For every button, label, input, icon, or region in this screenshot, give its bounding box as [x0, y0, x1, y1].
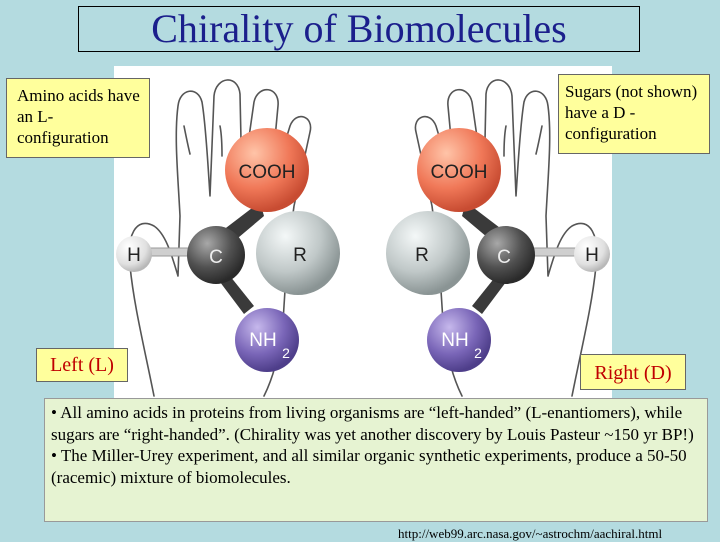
amino-acid-note: Amino acids have an L-configuration [6, 78, 150, 158]
slide-title: Chirality of Biomolecules [78, 6, 640, 52]
left-sub2-label: 2 [282, 345, 290, 361]
left-hand-label: Left (L) [36, 348, 128, 382]
right-molecule: H COOH R C NH 2 [386, 128, 610, 372]
right-nh2-sphere [427, 308, 491, 372]
source-url: http://web99.arc.nasa.gov/~astrochm/aach… [398, 526, 663, 541]
left-r-label: R [293, 245, 307, 266]
right-r-sphere [386, 211, 470, 295]
left-c-sphere [187, 226, 245, 284]
right-hand-label: Right (D) [580, 354, 686, 390]
left-c-label: C [209, 247, 223, 268]
right-c-sphere [477, 226, 535, 284]
left-h-sphere [116, 236, 152, 272]
right-h-sphere [574, 236, 610, 272]
left-r-sphere [256, 211, 340, 295]
left-nh-label: NH [249, 330, 276, 351]
right-sub2-label: 2 [474, 345, 482, 361]
chirality-hands-figure: H COOH C R NH 2 H COOH R C NH 2 [114, 66, 612, 398]
right-cooh-sphere [417, 128, 501, 212]
right-cooh-label: COOH [431, 162, 488, 183]
bullet-item: • All amino acids in proteins from livin… [51, 403, 694, 444]
right-h-label: H [585, 245, 599, 266]
left-nh2-sphere [235, 308, 299, 372]
left-cooh-label: COOH [239, 162, 296, 183]
left-h-label: H [127, 245, 141, 266]
left-molecule: H COOH C R NH 2 [116, 128, 340, 372]
bullet-text-box: • All amino acids in proteins from livin… [44, 398, 708, 522]
sugar-note: Sugars (not shown) have a D -configurati… [558, 74, 710, 154]
bullet-item: • The Miller-Urey experiment, and all si… [51, 446, 687, 487]
right-c-label: C [497, 247, 511, 268]
chirality-diagram: H COOH C R NH 2 H COOH R C NH 2 [116, 79, 610, 397]
right-r-label: R [415, 245, 429, 266]
right-nh-label: NH [441, 330, 468, 351]
left-cooh-sphere [225, 128, 309, 212]
